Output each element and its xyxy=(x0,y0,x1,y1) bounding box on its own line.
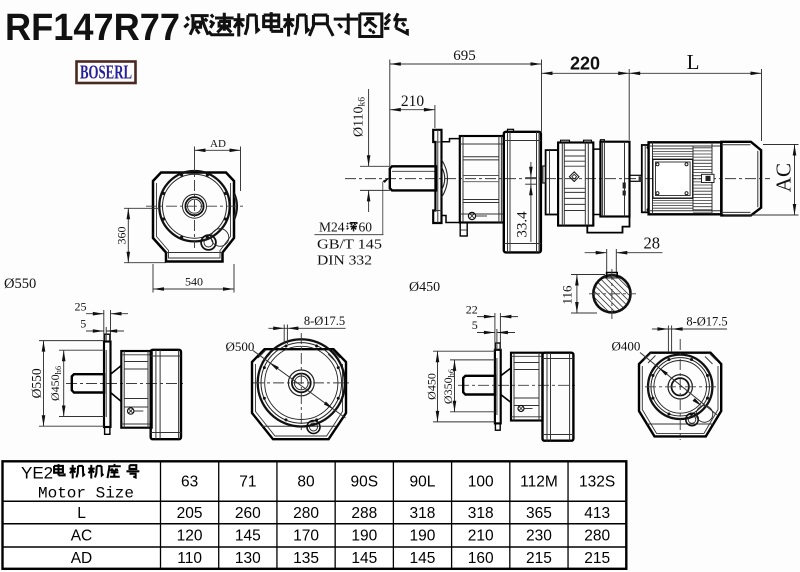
svg-text:190: 190 xyxy=(351,528,377,545)
svg-text:Ø110k6: Ø110k6 xyxy=(352,97,368,137)
svg-text:112M: 112M xyxy=(520,474,558,491)
svg-text:135: 135 xyxy=(293,550,319,567)
svg-text:Ø550: Ø550 xyxy=(29,368,44,398)
svg-text:215: 215 xyxy=(526,550,552,567)
svg-text:695: 695 xyxy=(453,48,476,64)
svg-text:Ø550: Ø550 xyxy=(4,276,36,292)
svg-text:90S: 90S xyxy=(350,474,378,491)
svg-text:413: 413 xyxy=(584,505,610,522)
svg-text:GB/T 145: GB/T 145 xyxy=(317,238,382,253)
svg-text:M24: M24 xyxy=(319,220,345,235)
svg-text:90L: 90L xyxy=(410,474,436,491)
svg-text:288: 288 xyxy=(351,505,377,522)
svg-text:Ø400: Ø400 xyxy=(612,339,641,354)
svg-text:130: 130 xyxy=(235,550,261,567)
svg-text:AC: AC xyxy=(71,528,93,545)
svg-text:260: 260 xyxy=(235,505,261,522)
svg-text:360: 360 xyxy=(115,227,129,245)
svg-text:60: 60 xyxy=(359,220,373,235)
svg-text:Ø450h6: Ø450h6 xyxy=(48,366,63,401)
svg-text:210: 210 xyxy=(468,528,494,545)
svg-text:280: 280 xyxy=(293,505,319,522)
svg-text:132S: 132S xyxy=(579,474,615,491)
svg-text:145: 145 xyxy=(235,528,261,545)
svg-text:8-Ø17.5: 8-Ø17.5 xyxy=(304,314,345,328)
svg-text:318: 318 xyxy=(410,505,436,522)
svg-text:120: 120 xyxy=(177,528,203,545)
svg-text:DIN 332: DIN 332 xyxy=(317,254,372,269)
svg-text:RF147R77: RF147R77 xyxy=(5,7,180,49)
svg-text:YE2: YE2 xyxy=(21,464,53,483)
svg-text:63: 63 xyxy=(181,474,198,491)
svg-text:280: 280 xyxy=(584,528,610,545)
svg-text:28: 28 xyxy=(643,234,660,253)
svg-text:365: 365 xyxy=(526,505,552,522)
svg-text:71: 71 xyxy=(239,474,256,491)
svg-text:215: 215 xyxy=(584,550,610,567)
svg-text:5: 5 xyxy=(80,317,86,331)
svg-text:22: 22 xyxy=(466,303,478,317)
svg-text:Ø500: Ø500 xyxy=(226,339,255,354)
svg-text:33.4: 33.4 xyxy=(515,211,531,238)
svg-text:160: 160 xyxy=(468,550,494,567)
svg-text:80: 80 xyxy=(297,474,315,491)
svg-text:BOSERL: BOSERL xyxy=(80,62,132,83)
svg-text:116: 116 xyxy=(560,285,575,305)
svg-text:110: 110 xyxy=(177,550,202,567)
svg-text:210: 210 xyxy=(401,93,425,110)
svg-text:230: 230 xyxy=(526,528,552,545)
svg-text:Ø450: Ø450 xyxy=(409,280,440,295)
svg-text:AC: AC xyxy=(772,163,796,192)
svg-text:318: 318 xyxy=(468,505,494,522)
svg-text:Motor Size: Motor Size xyxy=(38,485,134,503)
svg-text:145: 145 xyxy=(410,550,436,567)
svg-text:25: 25 xyxy=(75,300,87,314)
svg-text:Ø450: Ø450 xyxy=(425,373,439,400)
svg-text:AD: AD xyxy=(71,550,93,567)
svg-text:Ø350h6: Ø350h6 xyxy=(441,369,456,404)
svg-text:220: 220 xyxy=(570,54,600,74)
svg-text:205: 205 xyxy=(177,505,203,522)
svg-text:8-Ø17.5: 8-Ø17.5 xyxy=(686,315,727,329)
svg-text:145: 145 xyxy=(351,550,377,567)
svg-text:AD: AD xyxy=(210,138,226,150)
svg-text:190: 190 xyxy=(410,528,436,545)
svg-text:540: 540 xyxy=(185,275,203,289)
svg-text:L: L xyxy=(77,505,86,522)
svg-text:100: 100 xyxy=(468,474,494,491)
svg-text:5: 5 xyxy=(472,318,478,332)
svg-text:L: L xyxy=(687,50,700,74)
svg-text:170: 170 xyxy=(293,528,319,545)
